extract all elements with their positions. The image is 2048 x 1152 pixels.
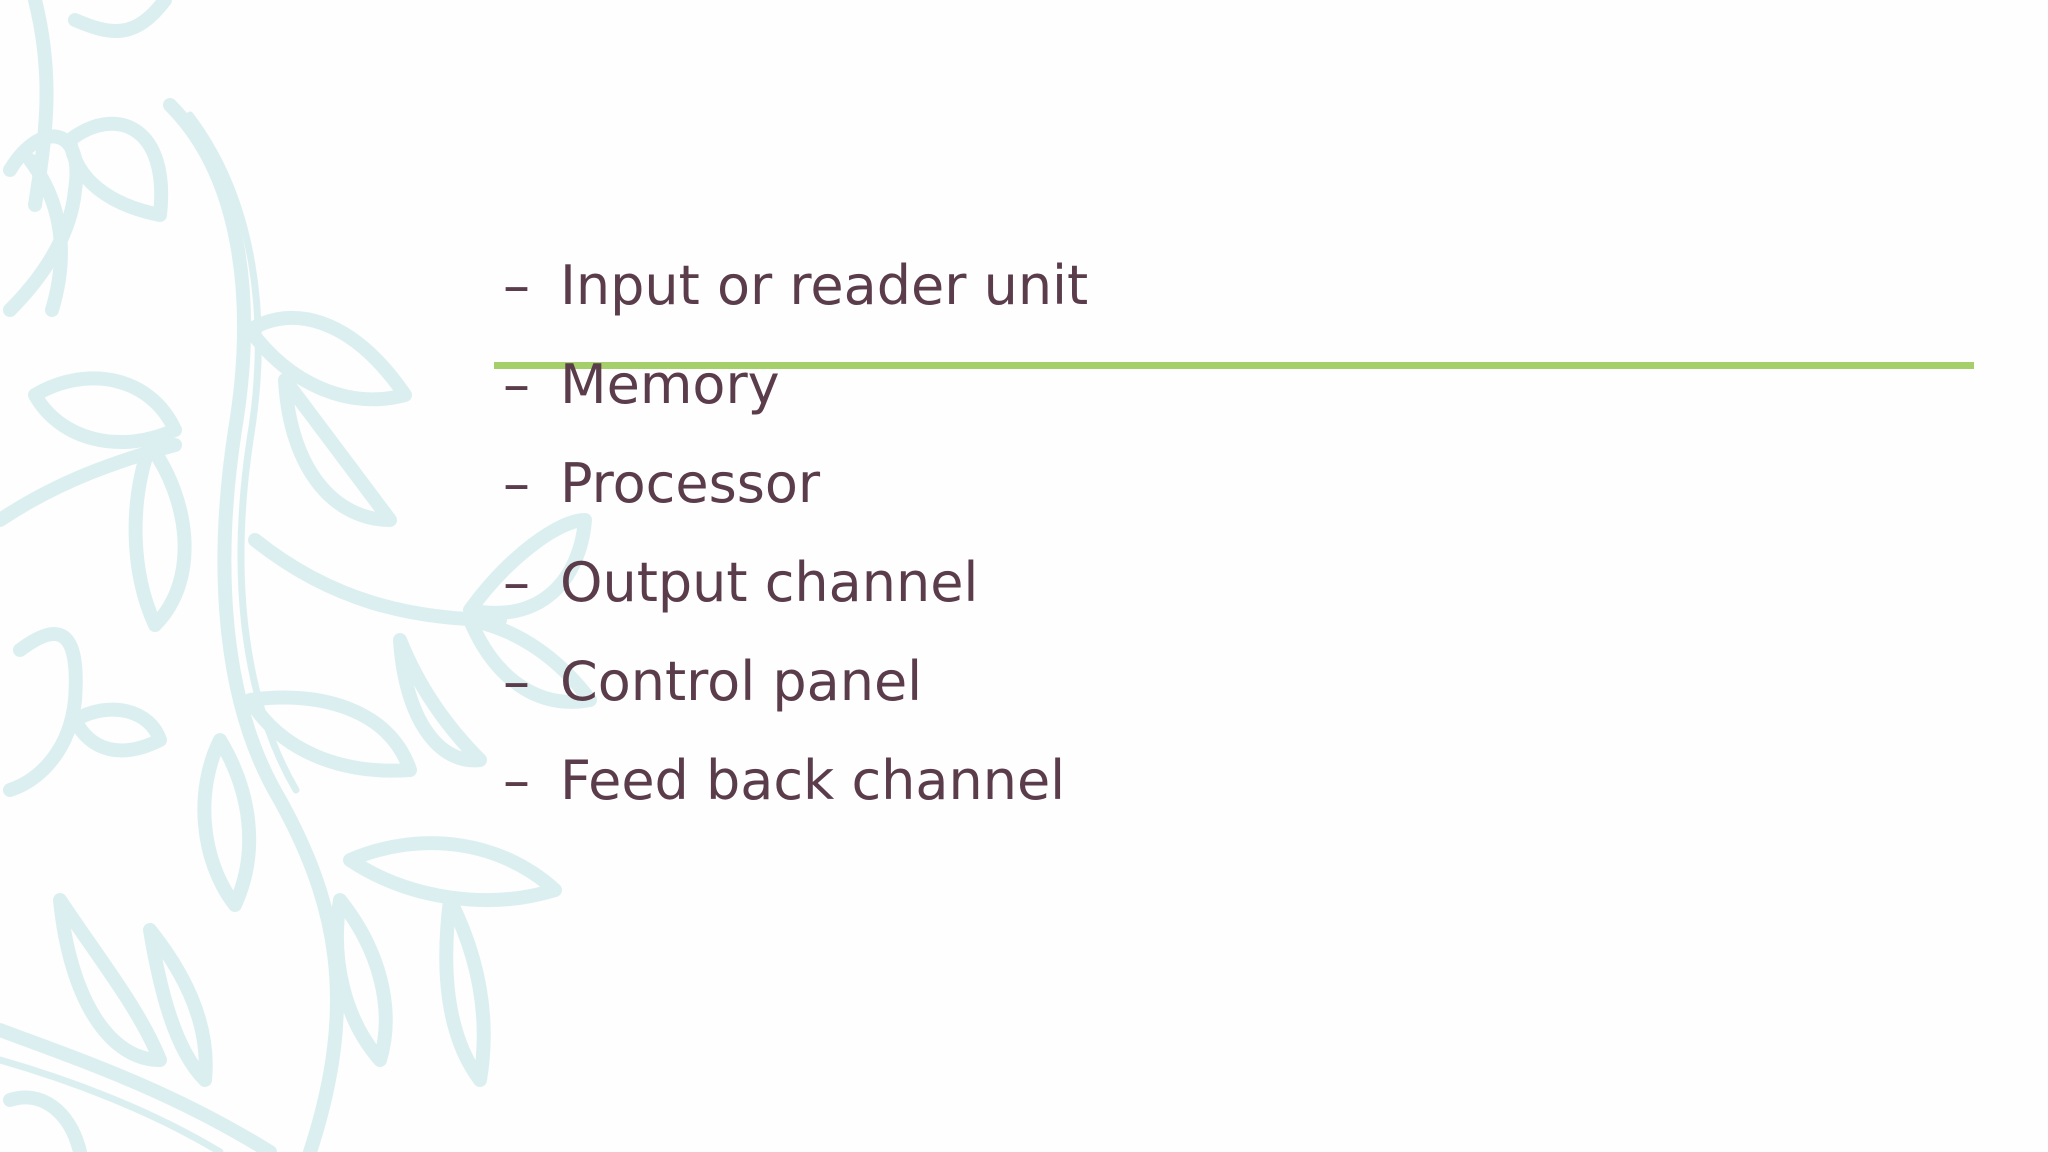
bullet-text: Input or reader unit <box>560 254 1089 317</box>
bullet-item-processor: – Processor <box>503 434 1088 533</box>
bullet-dash: – <box>503 353 530 416</box>
bullet-list: – Input or reader unit – Memory – Proces… <box>503 236 1088 830</box>
accent-rule <box>494 362 1974 369</box>
bullet-text: Memory <box>560 353 780 416</box>
bullet-text: Feed back channel <box>560 749 1066 812</box>
bullet-dash: – <box>503 551 530 614</box>
bullet-item-feed-back-channel: – Feed back channel <box>503 731 1088 830</box>
bullet-item-control-panel: – Control panel <box>503 632 1088 731</box>
bullet-item-input-or-reader-unit: – Input or reader unit <box>503 236 1088 335</box>
bullet-item-output-channel: – Output channel <box>503 533 1088 632</box>
bullet-text: Processor <box>560 452 821 515</box>
bullet-dash: – <box>503 254 530 317</box>
bullet-dash: – <box>503 650 530 713</box>
bullet-dash: – <box>503 452 530 515</box>
bullet-text: Control panel <box>560 650 923 713</box>
bullet-text: Output channel <box>560 551 979 614</box>
vine-decoration <box>0 0 597 1152</box>
bullet-item-memory: – Memory <box>503 335 1088 434</box>
bullet-dash: – <box>503 749 530 812</box>
